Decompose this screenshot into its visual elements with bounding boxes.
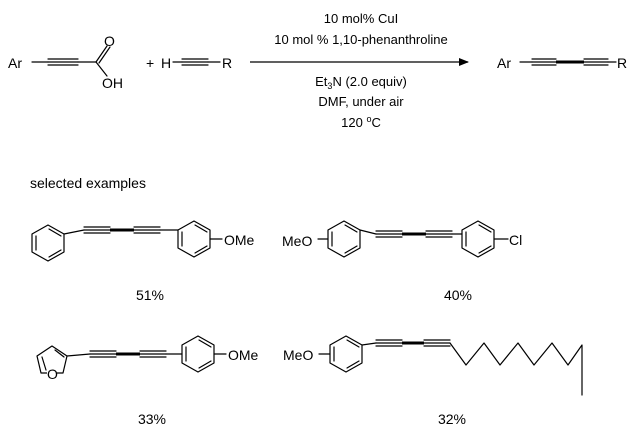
reactant-terminal-alkyne: H R — [161, 55, 232, 71]
ligand-text: 10 mol % 1,10-phenanthroline — [274, 32, 447, 47]
hydroxyl-label: OH — [102, 75, 123, 91]
example-2-yield: 40% — [444, 287, 472, 303]
methoxy-label: OMe — [228, 347, 259, 363]
methoxy-label: OMe — [224, 232, 255, 248]
selected-examples-label: selected examples — [30, 175, 146, 191]
product-ar-label: Ar — [497, 55, 511, 71]
methoxy-label: MeO — [283, 347, 313, 363]
solvent-text: DMF, under air — [318, 94, 404, 109]
example-1-structure: OMe — [31, 220, 255, 262]
example-1-yield: 51% — [136, 287, 164, 303]
methoxy-label: MeO — [282, 233, 312, 249]
plus-sign: + — [146, 55, 154, 71]
reaction-conditions: 10 mol% CuI 10 mol % 1,10-phenanthroline… — [274, 11, 447, 130]
product-diyne: Ar R — [497, 55, 627, 71]
hydrogen-label: H — [161, 55, 171, 71]
example-2-structure: MeO Cl — [282, 220, 522, 258]
example-4-yield: 32% — [438, 411, 466, 427]
reactant-alkynoic-acid: Ar O OH — [8, 33, 123, 91]
product-r-label: R — [617, 55, 627, 71]
base-text: Et3N (2.0 equiv) — [315, 74, 407, 91]
example-3-yield: 33% — [138, 411, 166, 427]
example-4-structure: MeO — [283, 335, 583, 396]
example-3-structure: O OMe — [36, 335, 259, 382]
chloro-label: Cl — [509, 232, 522, 248]
r-group-label: R — [222, 55, 232, 71]
furan-oxygen-label: O — [47, 366, 58, 382]
ar-label: Ar — [8, 55, 22, 71]
carbonyl-oxygen-label: O — [104, 33, 115, 49]
catalyst-text: 10 mol% CuI — [324, 11, 398, 26]
temperature-text: 120 oC — [341, 114, 381, 130]
